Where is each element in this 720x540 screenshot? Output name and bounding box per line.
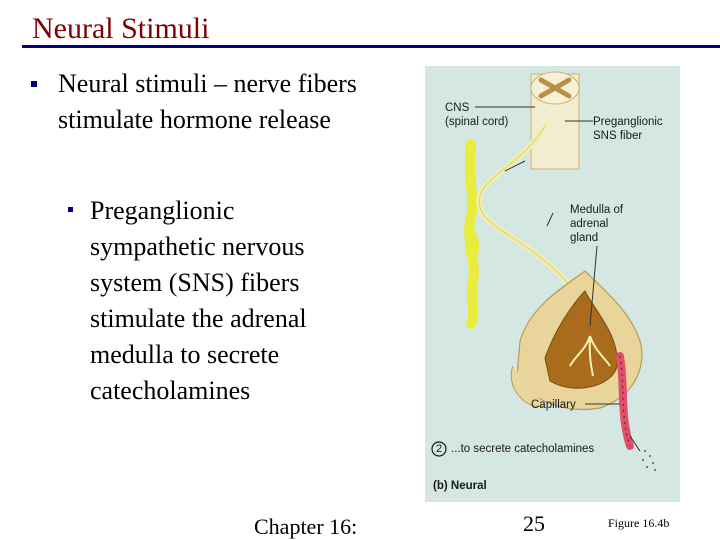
label-cns: CNS(spinal cord) (445, 102, 509, 128)
slide-title: Neural Stimuli (32, 12, 210, 45)
bullet-marker-1 (31, 81, 37, 87)
title-underline (22, 45, 720, 48)
step-number-icon (431, 441, 447, 457)
secretion-dots (642, 450, 656, 471)
bullet-1-text: Neural stimuli – nerve fibers stimulate … (58, 69, 357, 134)
step-number: 2 (436, 443, 443, 455)
capillary (616, 352, 634, 450)
adrenal-gland-icon (510, 270, 643, 411)
bullet-2-text: Preganglionic sympathetic nervous system… (90, 196, 307, 405)
label-secrete: ...to secrete catecholamines (451, 443, 595, 455)
footer-chapter: Chapter 16: (254, 514, 358, 539)
figure-reference: Figure 16.4b (608, 516, 670, 530)
adrenal-illustration (431, 71, 656, 471)
label-capillary: Capillary (531, 399, 576, 411)
slide-number: 25 (523, 511, 545, 536)
bullet-marker-2 (68, 207, 73, 212)
panel-label: (b) Neural (433, 480, 487, 492)
